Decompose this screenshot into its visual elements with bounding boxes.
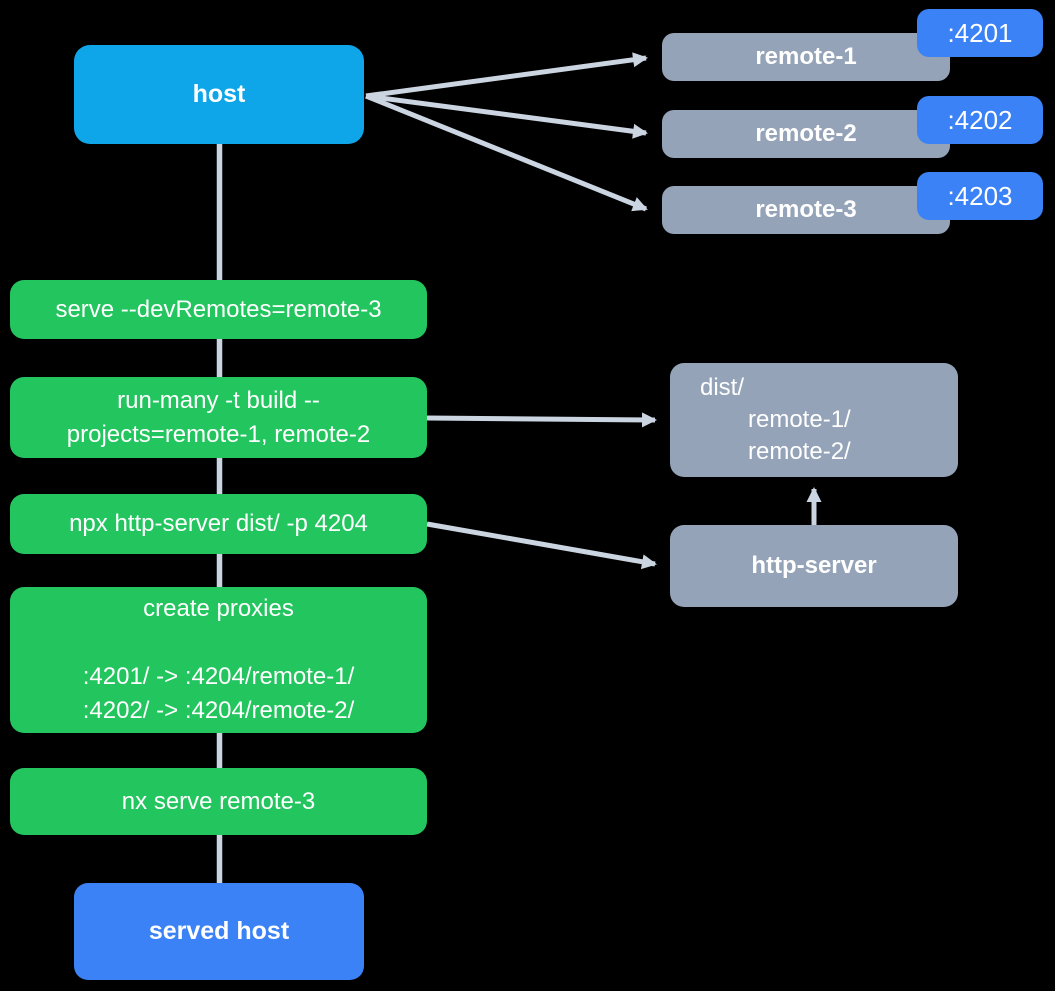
arrow-build-to-dist [426,412,657,428]
command-nx-serve-remote-3: nx serve remote-3 [10,768,427,835]
remote-2-node: remote-2 [662,110,950,158]
remote-3-port-badge: :4203 [917,172,1043,220]
create-proxies-title: create proxies [143,595,294,622]
command-run-many-build-line-1: run-many -t build -- [117,386,320,414]
host-node: host [74,45,364,144]
remote-3-port: :4203 [947,180,1013,211]
remote-2-port-badge: :4202 [917,96,1043,144]
host-label: host [192,80,246,108]
remote-1-port-badge: :4201 [917,9,1043,57]
remote-1-label: remote-1 [755,43,857,70]
dist-folder-node: dist/ remote-1/ remote-2/ [670,363,958,477]
served-host-label: served host [148,917,290,945]
dist-entry-remote-2: remote-2/ [748,438,851,465]
remote-2-port: :4202 [947,104,1013,135]
command-run-many-build-line-2: projects=remote-1, remote-2 [66,420,371,448]
remote-1-port: :4201 [947,17,1013,48]
dist-folder-title: dist/ [700,374,745,401]
served-host-node: served host [74,883,364,980]
http-server-node: http-server [670,525,958,607]
remote-3-label: remote-3 [755,196,857,223]
arrow-host-to-remote-1 [365,52,648,99]
proxy-mapping-2: :4202/ -> :4204/remote-2/ [82,697,355,724]
arrow-npx-to-http-server [426,521,657,570]
command-npx-http-server: npx http-server dist/ -p 4204 [10,494,427,554]
remote-2-label: remote-2 [755,120,857,147]
http-server-label: http-server [751,552,877,579]
create-proxies-spacer [10,626,427,660]
dist-entry-remote-1: remote-1/ [748,406,851,433]
command-create-proxies: create proxies :4201/ -> :4204/remote-1/… [10,587,427,733]
remote-1-node: remote-1 [662,33,950,81]
command-serve-dev-remotes: serve --devRemotes=remote-3 [10,280,427,339]
command-serve-dev-remotes-text: serve --devRemotes=remote-3 [55,295,382,323]
arrow-host-to-remote-3 [365,93,648,212]
remote-3-node: remote-3 [662,186,950,234]
arrow-host-to-remote-2 [365,93,648,139]
command-run-many-build: run-many -t build -- projects=remote-1, … [10,377,427,458]
command-npx-http-server-text: npx http-server dist/ -p 4204 [69,510,368,537]
command-nx-serve-remote-3-text: nx serve remote-3 [121,787,316,815]
proxy-mapping-1: :4201/ -> :4204/remote-1/ [82,663,355,690]
